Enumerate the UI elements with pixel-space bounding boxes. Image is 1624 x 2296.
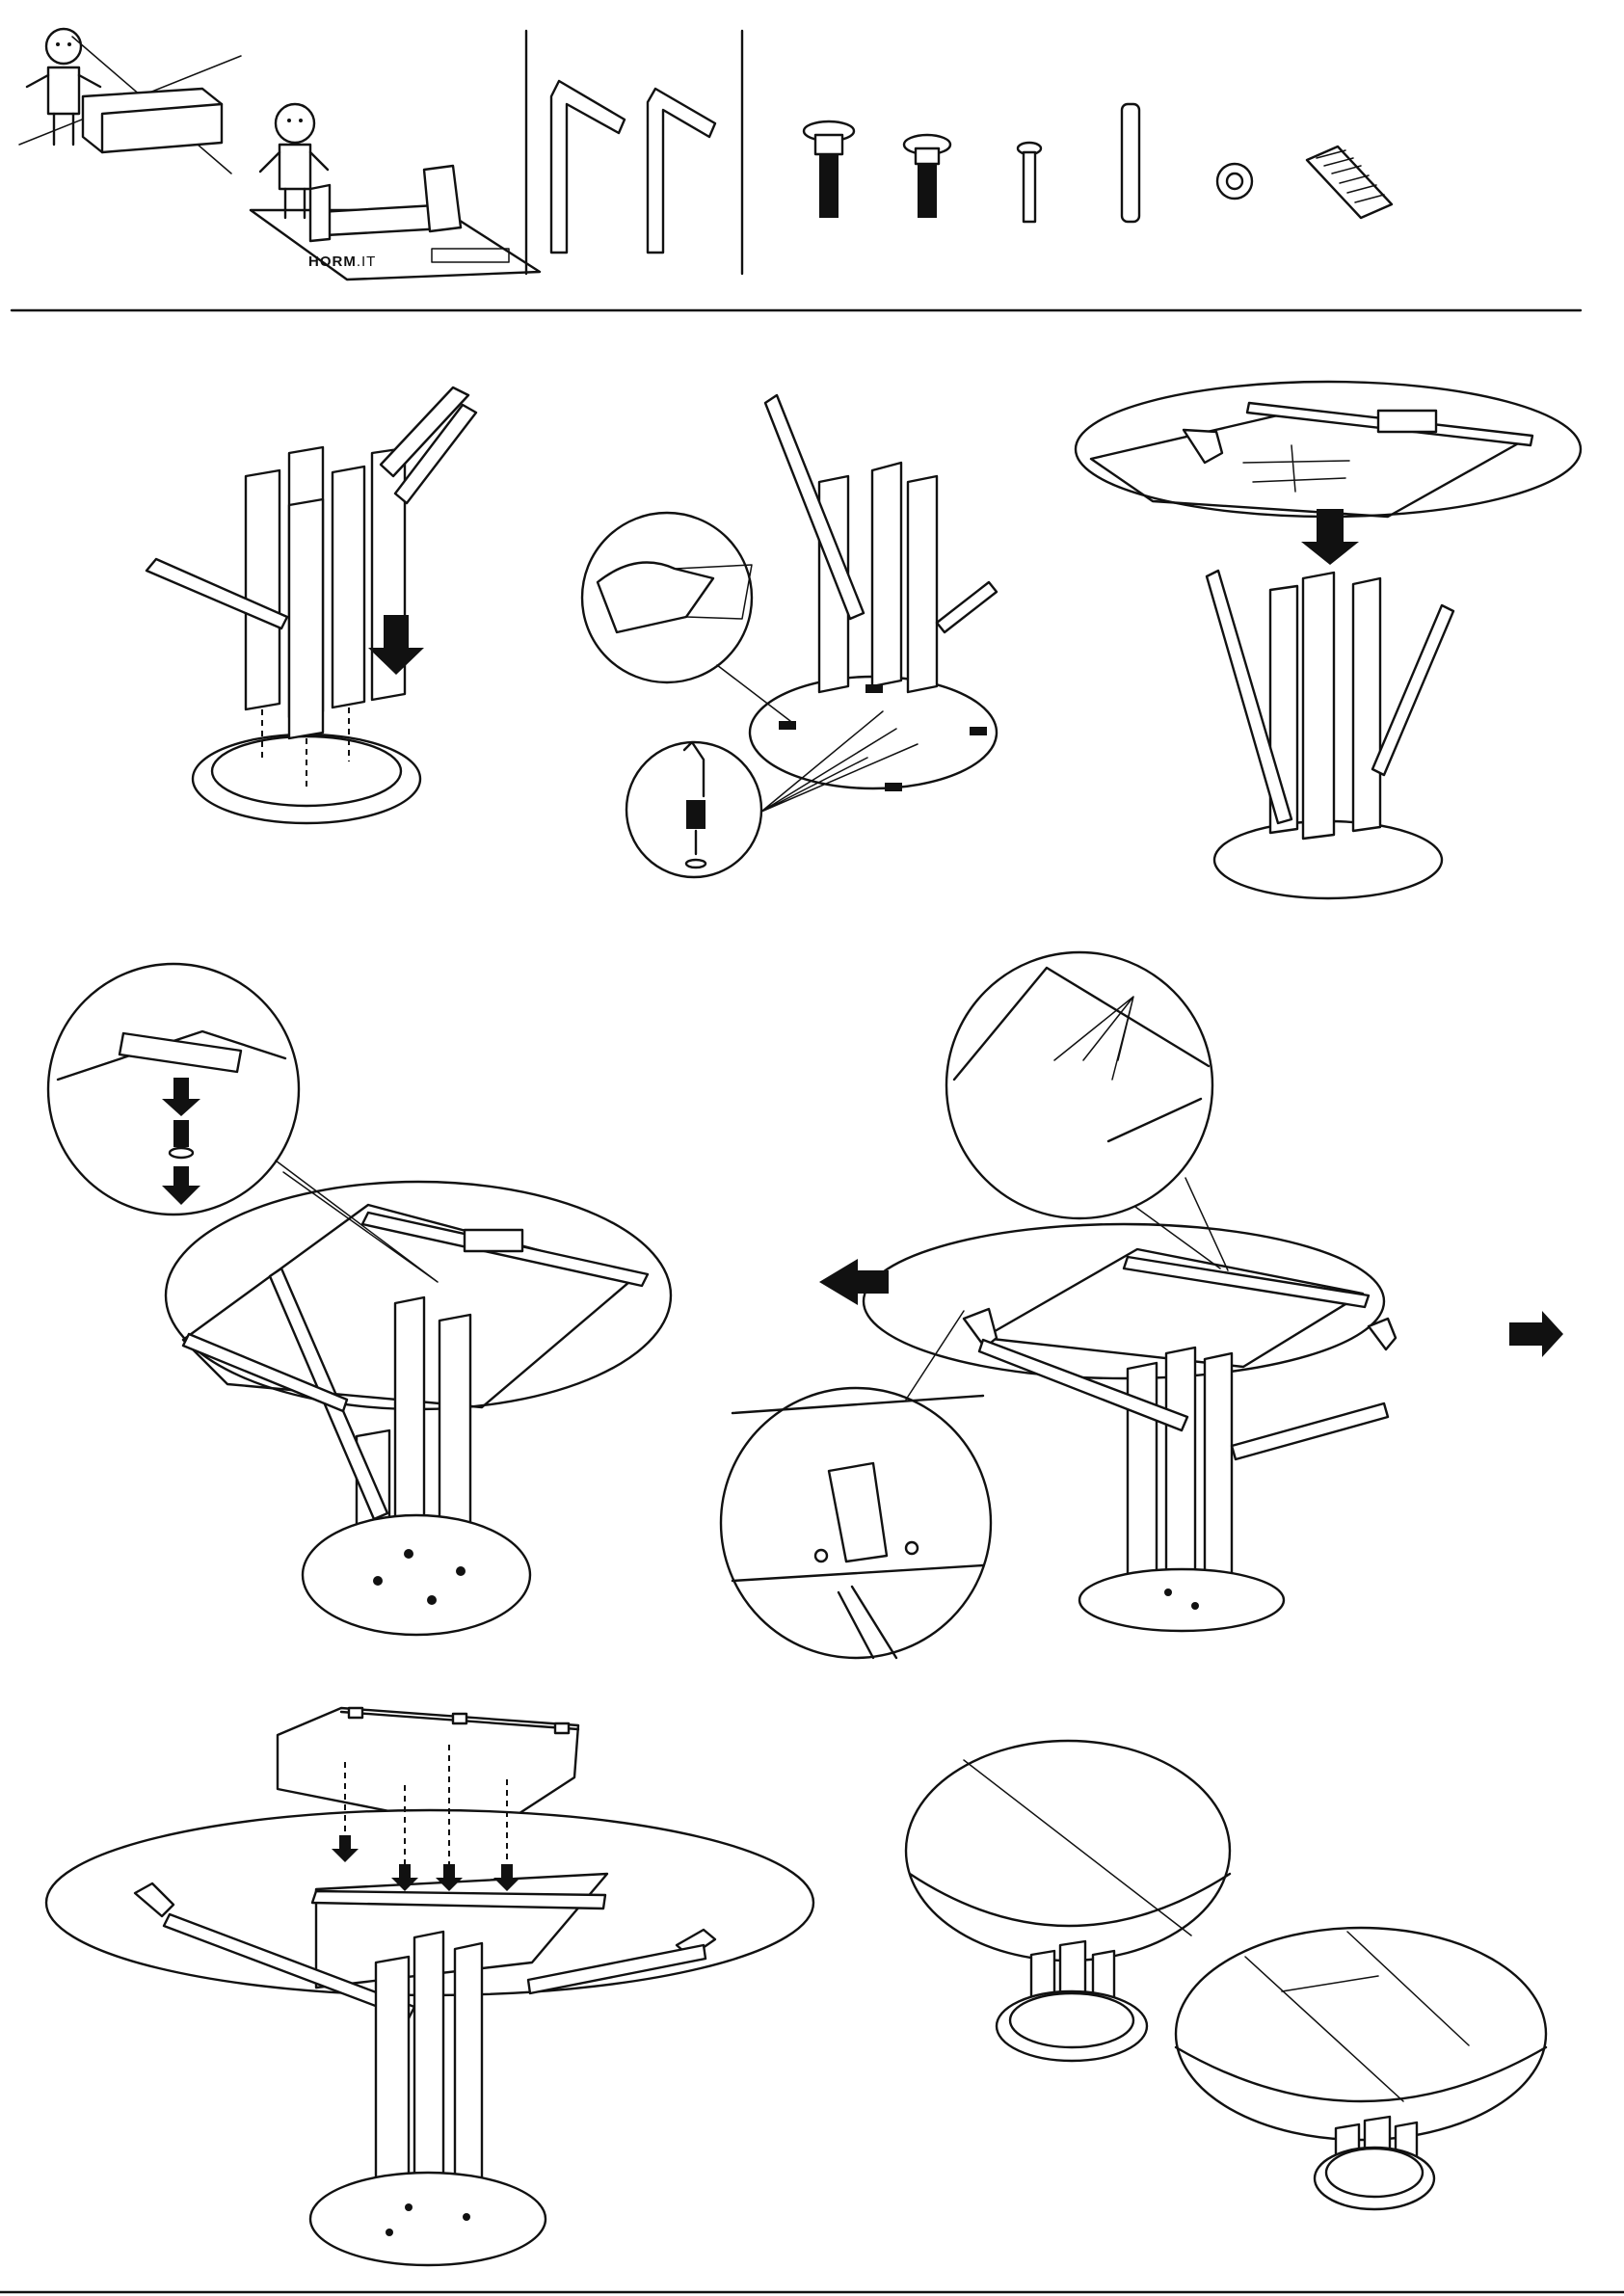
step-2 — [582, 395, 997, 877]
hardware-list — [804, 104, 1392, 222]
step-5 — [721, 952, 1563, 1658]
detail-magnifier — [946, 952, 1212, 1218]
step-1 — [146, 387, 476, 823]
step-7 — [906, 1741, 1546, 2209]
right-arrow-icon — [1509, 1311, 1563, 1357]
two-person-warning: HORM.IT — [19, 29, 540, 280]
hex-keys — [551, 81, 715, 253]
detail-magnifier — [582, 513, 752, 682]
step-3 — [1076, 382, 1581, 898]
brand-logo: HORM.IT — [308, 254, 376, 270]
step-6 — [46, 1708, 813, 2265]
step-4 — [48, 964, 671, 1635]
